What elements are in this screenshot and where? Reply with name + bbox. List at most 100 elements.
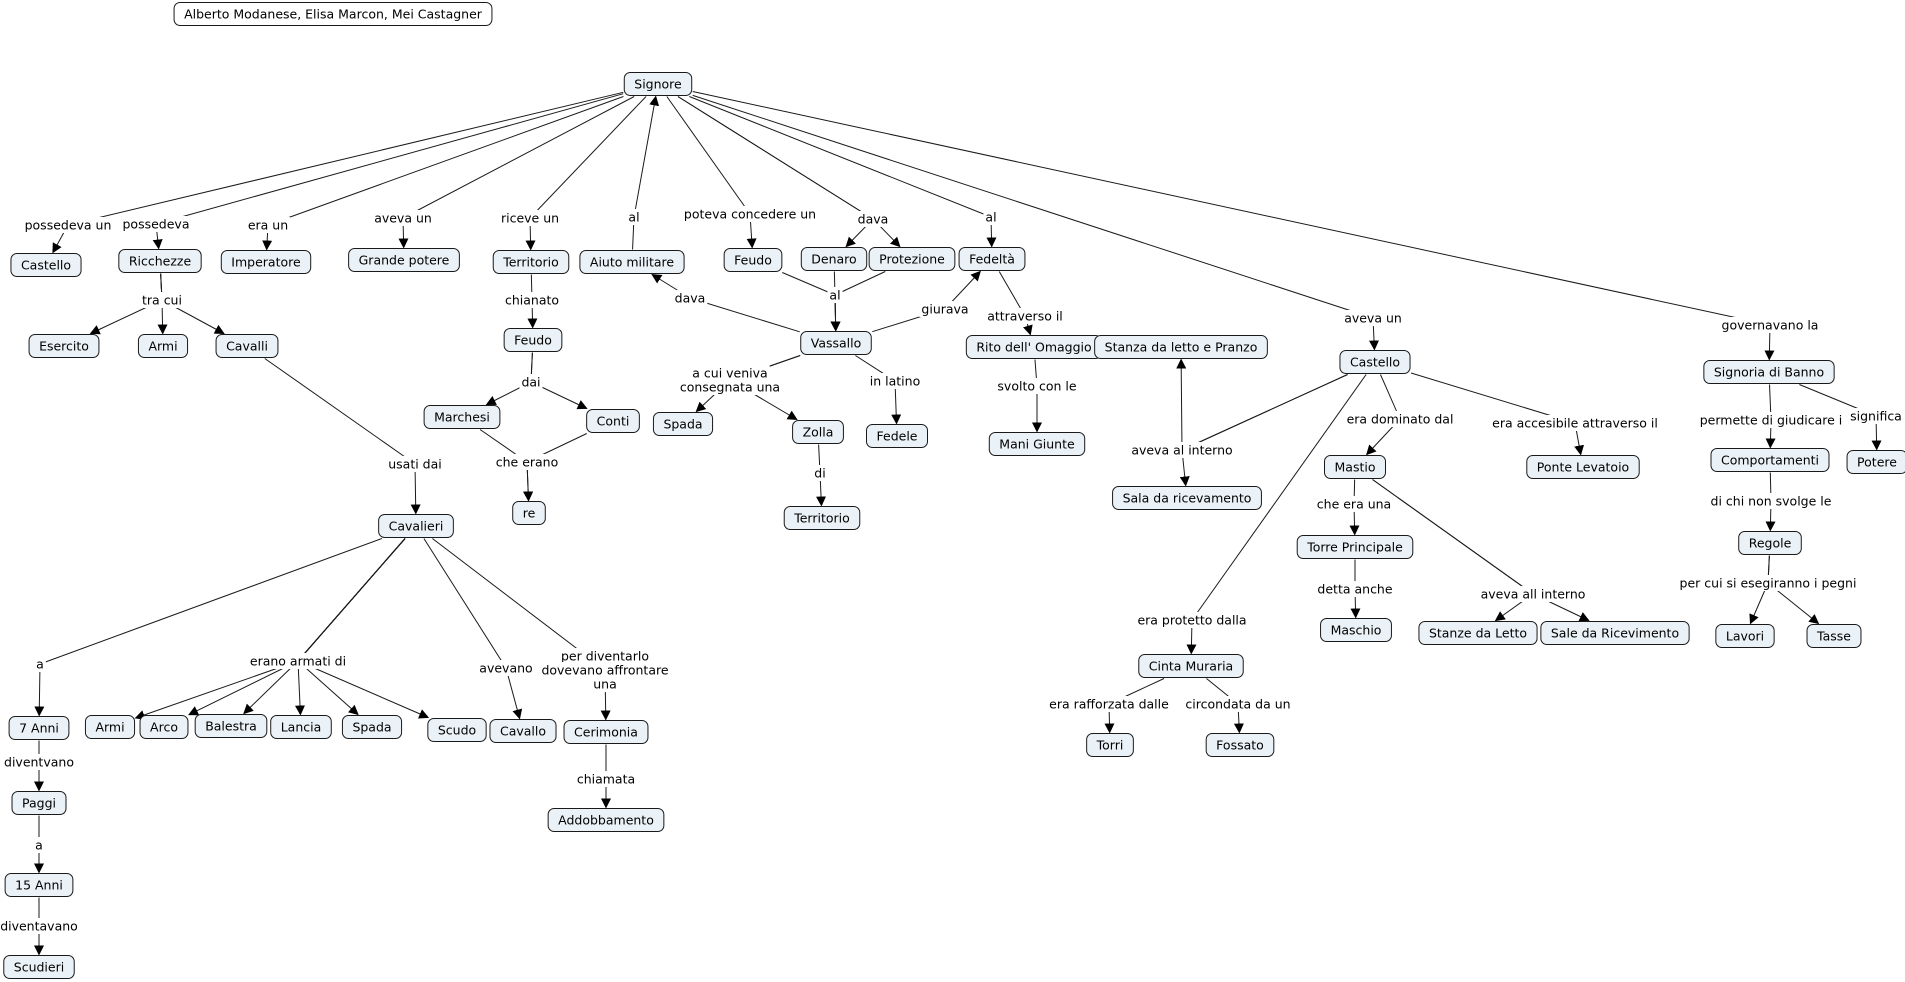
- node-grande-potere[interactable]: Grande potere: [348, 248, 460, 272]
- node-ricchezze[interactable]: Ricchezze: [118, 249, 202, 273]
- node-sala-ricevimento[interactable]: Sala da ricevamento: [1112, 486, 1262, 510]
- node-addobbamento[interactable]: Addobbamento: [547, 808, 665, 832]
- node-torri[interactable]: Torri: [1086, 733, 1134, 757]
- node-re[interactable]: re: [512, 501, 546, 525]
- node-torre[interactable]: Torre Principale: [1296, 535, 1414, 559]
- connector-line: [1372, 479, 1534, 595]
- node-label: re: [523, 506, 536, 521]
- node-ponte[interactable]: Ponte Levatoio: [1526, 455, 1640, 479]
- node-label: Comportamenti: [1721, 453, 1819, 468]
- node-paggi[interactable]: Paggi: [11, 791, 67, 815]
- connector-line: [188, 660, 299, 716]
- node-cinta[interactable]: Cinta Muraria: [1138, 654, 1244, 678]
- node-armi2[interactable]: Armi: [84, 715, 136, 739]
- connector-line: [677, 96, 874, 220]
- node-label: Denaro: [811, 252, 856, 267]
- node-signore[interactable]: Signore: [623, 72, 693, 96]
- node-marchesi[interactable]: Marchesi: [423, 405, 501, 429]
- node-cavallo[interactable]: Cavallo: [489, 719, 557, 743]
- link-label: al: [985, 210, 996, 225]
- node-armi1[interactable]: Armi: [137, 334, 189, 358]
- node-scudieri[interactable]: Scudieri: [3, 955, 75, 979]
- node-feudo1[interactable]: Feudo: [723, 248, 783, 272]
- node-sette-anni[interactable]: 7 Anni: [8, 716, 70, 740]
- link-label: attraverso il: [987, 309, 1063, 324]
- link-label: permette di giudicare i: [1700, 413, 1843, 428]
- node-maschio[interactable]: Maschio: [1320, 618, 1392, 642]
- node-scudo[interactable]: Scudo: [427, 718, 487, 742]
- connector-line: [267, 96, 624, 226]
- node-quindici-anni[interactable]: 15 Anni: [4, 873, 74, 897]
- node-cavalieri[interactable]: Cavalieri: [378, 514, 454, 538]
- node-conti[interactable]: Conti: [586, 409, 640, 433]
- node-territorio2[interactable]: Territorio: [783, 506, 861, 530]
- node-rito[interactable]: Rito dell' Omaggio: [965, 335, 1103, 359]
- link-label: era un: [248, 218, 288, 233]
- node-label: Torre Principale: [1306, 540, 1403, 555]
- connector-line: [1181, 374, 1348, 451]
- node-tasse[interactable]: Tasse: [1806, 624, 1862, 648]
- connector-line: [505, 667, 523, 720]
- node-label: Stanza da letto e Pranzo: [1105, 340, 1258, 355]
- node-label: Signore: [634, 77, 682, 92]
- connector-line: [402, 96, 635, 219]
- node-lancia[interactable]: Lancia: [270, 715, 332, 739]
- node-label: Paggi: [22, 796, 56, 811]
- link-label: per cui si esegiranno i pegni: [1680, 576, 1857, 591]
- node-label: Fedele: [877, 429, 918, 444]
- node-spada1[interactable]: Spada: [652, 412, 714, 436]
- node-label: Sale da Ricevimento: [1551, 626, 1679, 641]
- link-label-bg: [1315, 581, 1395, 597]
- node-territorio1[interactable]: Territorio: [492, 250, 570, 274]
- node-cerimonia[interactable]: Cerimonia: [563, 720, 649, 744]
- node-castello2[interactable]: Castello: [1339, 350, 1411, 374]
- connector-line: [297, 538, 406, 662]
- node-label: Vassallo: [811, 336, 862, 351]
- node-protezione[interactable]: Protezione: [868, 247, 956, 271]
- connector-line: [410, 463, 421, 515]
- node-potere[interactable]: Potere: [1846, 450, 1905, 474]
- node-fedele[interactable]: Fedele: [866, 424, 928, 448]
- node-cavalli[interactable]: Cavalli: [215, 334, 279, 358]
- link-label-bg: [672, 290, 708, 306]
- link-label: dai: [521, 375, 540, 390]
- link-label-bg: [247, 653, 349, 669]
- node-mani-giunte[interactable]: Mani Giunte: [988, 432, 1086, 456]
- node-fossato[interactable]: Fossato: [1205, 733, 1275, 757]
- link-label: consegnata una: [680, 380, 780, 395]
- node-aiuto-militare[interactable]: Aiuto militare: [579, 250, 685, 274]
- link-label-bg: [386, 456, 444, 472]
- node-spada2[interactable]: Spada: [341, 715, 403, 739]
- node-denaro[interactable]: Denaro: [800, 247, 868, 271]
- node-balestra[interactable]: Balestra: [194, 714, 268, 738]
- connector-line: [1176, 358, 1187, 451]
- link-label: tra cui: [142, 293, 182, 308]
- link-label-bg: [34, 656, 46, 672]
- node-zolla[interactable]: Zolla: [792, 420, 844, 444]
- node-feudo2[interactable]: Feudo: [503, 328, 563, 352]
- node-signoria[interactable]: Signoria di Banno: [1703, 360, 1835, 384]
- node-comportamenti[interactable]: Comportamenti: [1710, 448, 1830, 472]
- node-arco[interactable]: Arco: [139, 715, 189, 739]
- link-label: al: [628, 210, 639, 225]
- node-lavori[interactable]: Lavori: [1715, 624, 1775, 648]
- link-label: a: [36, 657, 44, 672]
- node-imperatore[interactable]: Imperatore: [220, 250, 312, 274]
- node-castello1[interactable]: Castello: [10, 253, 82, 277]
- node-esercito[interactable]: Esercito: [28, 334, 100, 358]
- link-label-bg: [855, 211, 891, 227]
- node-regole[interactable]: Regole: [1738, 531, 1802, 555]
- node-stanze-letto[interactable]: Stanze da Letto: [1418, 621, 1538, 645]
- node-stanza-letto-pranzo[interactable]: Stanza da letto e Pranzo: [1094, 335, 1268, 359]
- authors-box[interactable]: Alberto Modanese, Elisa Marcon, Mei Cast…: [173, 2, 493, 26]
- link-label-bg: [1047, 696, 1171, 712]
- connector-line: [295, 660, 306, 716]
- node-label: Conti: [597, 414, 630, 429]
- node-mastio[interactable]: Mastio: [1324, 455, 1386, 479]
- node-vassallo[interactable]: Vassallo: [800, 331, 872, 355]
- node-fedelta[interactable]: Fedeltà: [958, 247, 1026, 271]
- node-label: Cinta Muraria: [1149, 659, 1233, 674]
- connector-line: [67, 91, 624, 226]
- node-sale-ricevimento[interactable]: Sale da Ricevimento: [1540, 621, 1690, 645]
- connector-line: [1410, 372, 1576, 424]
